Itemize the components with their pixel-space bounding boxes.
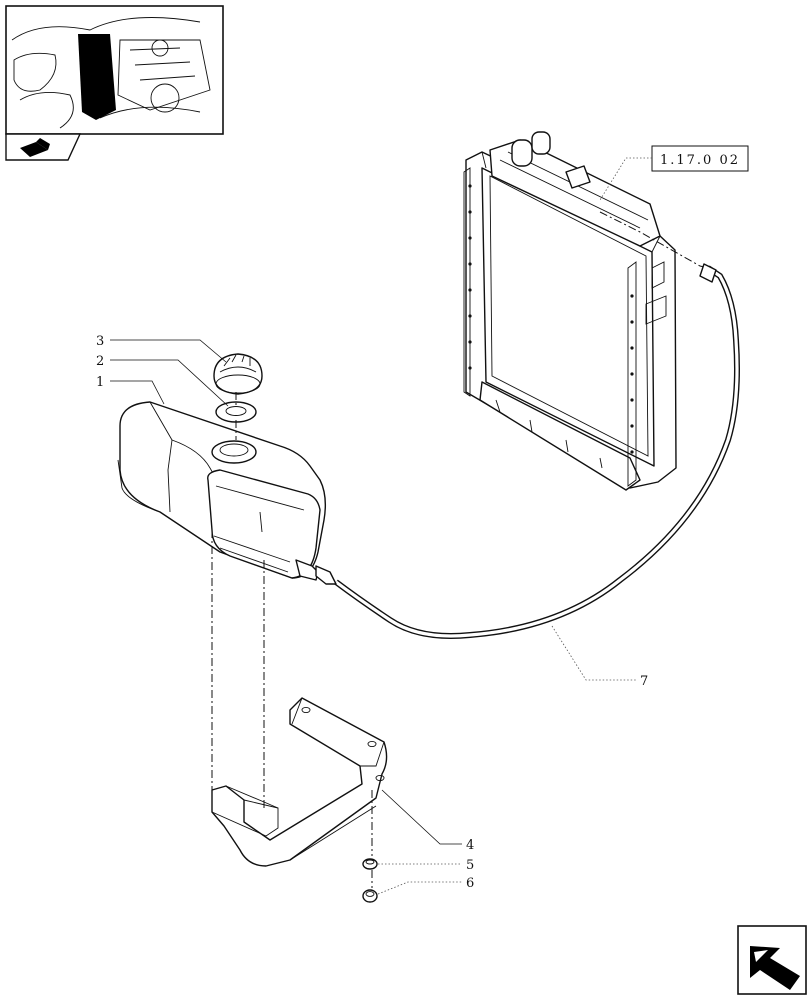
callout-6: 6 bbox=[466, 876, 474, 891]
callout-3: 3 bbox=[96, 334, 104, 349]
filler-cap bbox=[213, 353, 263, 395]
callout-2: 2 bbox=[96, 354, 104, 369]
nut bbox=[362, 889, 378, 903]
mounting-bracket bbox=[211, 697, 388, 867]
expansion-tank bbox=[117, 401, 337, 585]
callout-1: 1 bbox=[96, 375, 104, 390]
callout-7: 7 bbox=[640, 674, 648, 689]
thumbnail-image[interactable] bbox=[5, 5, 224, 135]
reference-box[interactable]: 1.17.0 02 bbox=[651, 145, 749, 172]
washer bbox=[362, 858, 378, 870]
callout-4: 4 bbox=[466, 838, 474, 853]
section-indicator-icon[interactable] bbox=[5, 133, 82, 161]
callout-5: 5 bbox=[466, 858, 474, 873]
radiator bbox=[463, 131, 709, 491]
svg-text:1.17.0 02: 1.17.0 02 bbox=[660, 153, 740, 168]
next-page-arrow-icon[interactable] bbox=[737, 925, 807, 995]
hose bbox=[334, 263, 740, 639]
